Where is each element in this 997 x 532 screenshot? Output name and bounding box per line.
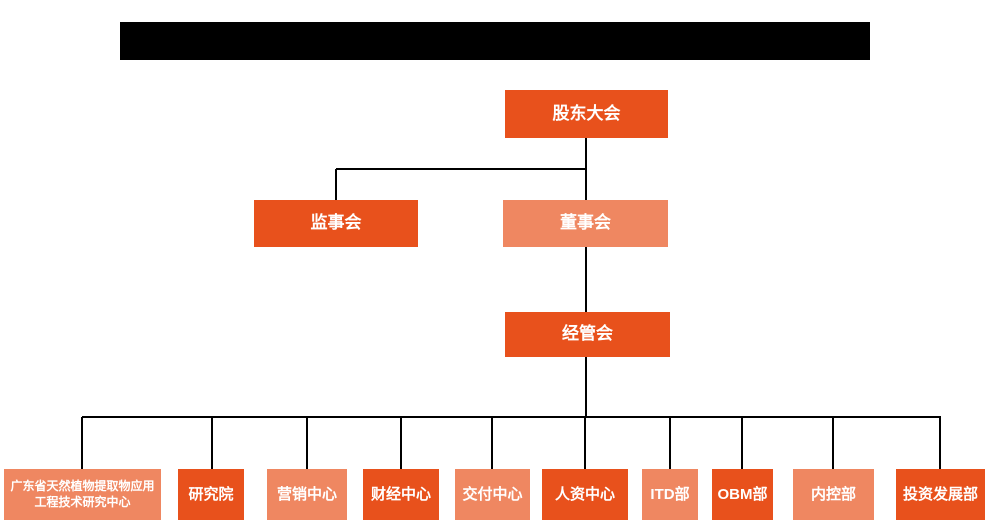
org-node-investment-development-department: 投资发展部 xyxy=(896,469,985,520)
redacted-title-bar xyxy=(120,22,870,60)
org-node-board-of-directors: 董事会 xyxy=(503,200,668,247)
org-node-itd-department: ITD部 xyxy=(642,469,698,520)
org-node-research-center: 广东省天然植物提取物应用工程技术研究中心 xyxy=(4,469,161,520)
org-node-hr-center: 人资中心 xyxy=(542,469,628,520)
org-node-label: OBM部 xyxy=(717,485,768,503)
org-node-label: 研究院 xyxy=(188,485,234,503)
org-node-marketing-center: 营销中心 xyxy=(267,469,347,520)
org-node-label: 经管会 xyxy=(562,324,613,344)
org-node-label: 广东省天然植物提取物应用工程技术研究中心 xyxy=(10,478,155,509)
org-node-label: ITD部 xyxy=(650,485,690,503)
org-node-research-institute: 研究院 xyxy=(178,469,244,520)
org-node-label: 财经中心 xyxy=(370,485,431,503)
org-node-delivery-center: 交付中心 xyxy=(455,469,530,520)
org-node-label: 监事会 xyxy=(310,213,362,233)
org-node-management-committee: 经管会 xyxy=(505,312,670,357)
org-node-finance-center: 财经中心 xyxy=(363,469,439,520)
org-node-label: 营销中心 xyxy=(276,485,337,503)
org-node-obm-department: OBM部 xyxy=(712,469,773,520)
org-node-label: 投资发展部 xyxy=(902,485,978,503)
org-node-supervisory-board: 监事会 xyxy=(254,200,418,247)
org-node-label: 股东大会 xyxy=(552,103,621,123)
org-node-label: 人资中心 xyxy=(554,485,615,503)
org-node-label: 董事会 xyxy=(560,213,611,233)
org-node-shareholders-meeting: 股东大会 xyxy=(505,90,668,138)
org-node-label: 交付中心 xyxy=(462,485,523,503)
org-node-internal-control-department: 内控部 xyxy=(793,469,874,520)
org-node-label: 内控部 xyxy=(810,485,856,503)
